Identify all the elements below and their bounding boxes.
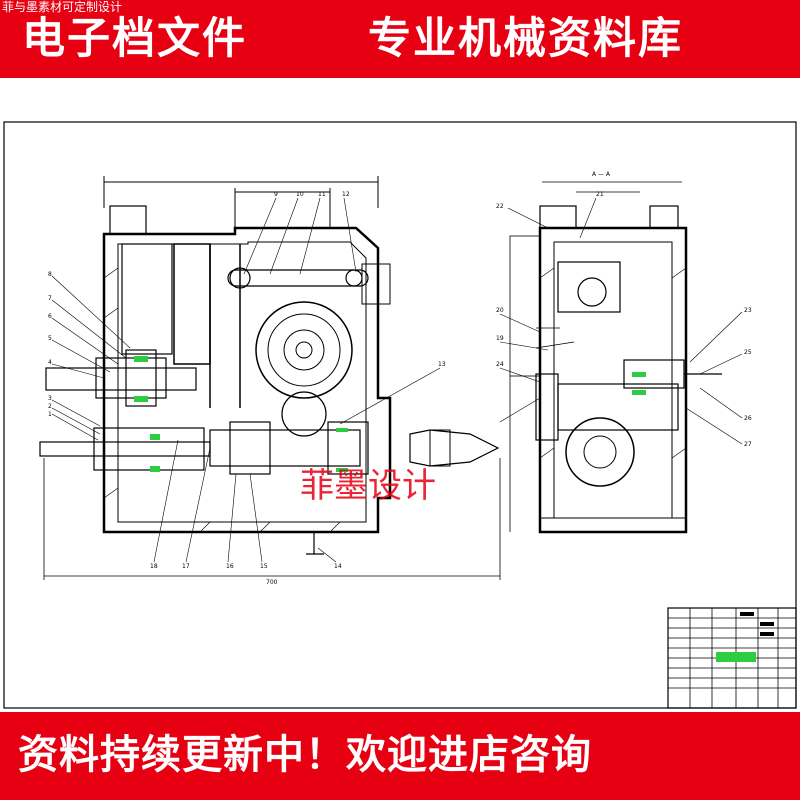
bottom-banner: 资料持续更新中！欢迎进店咨询 (0, 712, 800, 800)
banner-title-right: 专业机械资料库 (368, 14, 683, 64)
part-number: 18 (150, 563, 158, 570)
part-number: 6 (48, 313, 52, 320)
main-view-labels: 8 7 6 5 4 3 2 1 9 10 11 12 13 18 17 16 1… (48, 191, 446, 586)
part-number: 5 (48, 335, 52, 342)
part-number: 7 (48, 295, 52, 302)
part-number: 8 (48, 271, 52, 278)
part-number: 4 (48, 359, 52, 366)
part-number: 12 (342, 191, 350, 198)
part-number: 3 (48, 395, 52, 402)
banner-title-left: 电子档文件 (22, 14, 247, 64)
section-view (499, 181, 743, 534)
part-number: 21 (596, 191, 604, 198)
part-number: 2 (48, 403, 52, 410)
part-number: 27 (744, 441, 752, 448)
watermark-text: 菲墨设计 (300, 466, 436, 506)
main-view (39, 176, 501, 580)
drawing-svg: 8 7 6 5 4 3 2 1 9 10 11 12 13 18 17 16 1… (3, 121, 797, 709)
section-view-labels: A — A 22 21 20 19 24 23 25 26 27 (496, 171, 752, 448)
part-number: 16 (226, 563, 234, 570)
part-number: 13 (438, 361, 446, 368)
sheet-border (3, 121, 797, 709)
part-number: 22 (496, 203, 504, 210)
mechanical-drawing: 8 7 6 5 4 3 2 1 9 10 11 12 13 18 17 16 1… (0, 78, 800, 712)
part-number: 26 (744, 415, 752, 422)
footer-slogan: 资料持续更新中！欢迎进店咨询 (18, 732, 592, 778)
part-number: 11 (318, 191, 326, 198)
part-number: 14 (334, 563, 342, 570)
part-number: 25 (744, 349, 752, 356)
part-number: 9 (274, 191, 278, 198)
dimension-total-width: 700 (266, 579, 278, 586)
section-label: A — A (592, 171, 611, 178)
part-number: 1 (48, 411, 52, 418)
part-number: 10 (296, 191, 304, 198)
corner-watermark-text: 菲与墨素材可定制设计 (2, 0, 123, 14)
part-number: 24 (496, 361, 504, 368)
part-number: 15 (260, 563, 268, 570)
part-number: 17 (182, 563, 190, 570)
title-block (667, 607, 797, 709)
top-banner: 菲与墨素材可定制设计 电子档文件 专业机械资料库 (0, 0, 800, 78)
part-number: 23 (744, 307, 752, 314)
part-number: 19 (496, 335, 504, 342)
green-highlights (134, 356, 646, 472)
part-number: 20 (496, 307, 504, 314)
